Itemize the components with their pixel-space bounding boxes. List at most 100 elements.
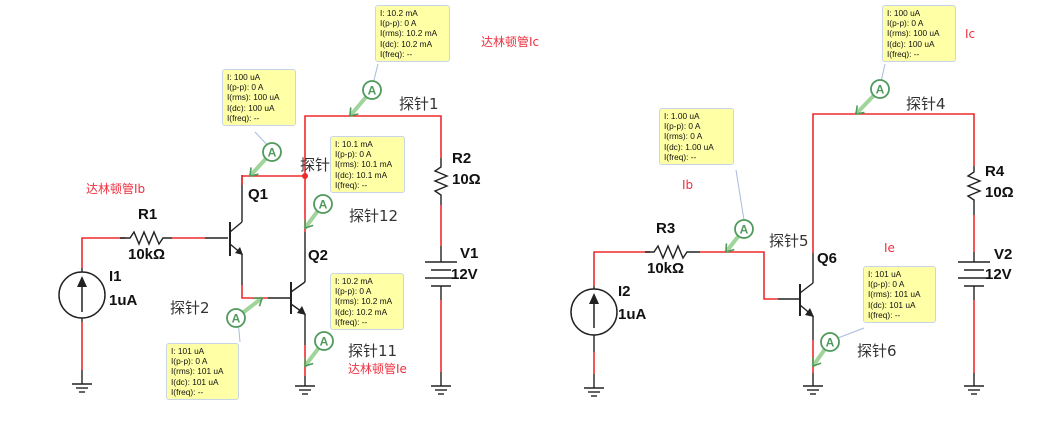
readout-ifreq: I(freq): -- [664,151,697,162]
probe-letter: A [319,198,328,212]
readout-irms: I(rms): 10.2 mA [380,28,438,39]
transistor-q1[interactable] [229,175,243,285]
probe-letter: A [740,223,749,237]
probe-4-icon[interactable]: A [854,79,890,116]
readout-idc: I(dc): 100 uA [227,102,275,113]
readout-idc: I(dc): 100 uA [887,38,935,49]
q2-name: Q2 [308,247,329,264]
readout-i: I: 100 uA [227,72,261,82]
probe-11-icon[interactable]: A [303,331,334,368]
readout-irms: I(rms): 10.1 mA [335,159,393,170]
probe-letter: A [320,335,329,349]
probe-letter: A [232,312,241,326]
readout-i: I: 1.00 uA [664,111,700,121]
probe-1-readout: I: 10.2 mA I(p-p): 0 A I(rms): 10.2 mA I… [375,5,450,63]
readout-ipp: I(p-p): 0 A [380,18,417,29]
probe-letter: A [876,83,885,97]
probe-q1c-readout: I: 100 uA I(p-p): 0 A I(rms): 100 uA I(d… [222,69,296,127]
ground-icon [430,385,452,395]
probe-6-icon[interactable]: A [811,332,840,368]
resistor-r1[interactable] [120,230,172,246]
readout-idc: I(dc): 101 uA [171,376,219,387]
ground-icon [71,383,93,393]
readout-idc: I(dc): 10.1 mA [335,169,388,180]
readout-i: I: 100 uA [887,8,921,18]
probe-6-label: 探针6 [857,342,897,360]
readout-irms: I(rms): 100 uA [227,92,280,103]
readout-irms: I(rms): 100 uA [887,28,940,39]
probe-4-readout: I: 100 uA I(p-p): 0 A I(rms): 100 uA I(d… [882,5,956,63]
readout-ipp: I(p-p): 0 A [868,279,905,290]
probe-letter: A [268,146,277,160]
readout-ipp: I(p-p): 0 A [887,18,924,29]
readout-ifreq: I(freq): -- [868,309,901,320]
r1-value: 10kΩ [128,246,166,263]
i1-name: I1 [109,268,122,285]
readout-i: I: 101 uA [868,269,902,279]
readout-ifreq: I(freq): -- [171,386,204,397]
wire-top-loop [304,115,442,232]
readout-idc: I(dc): 1.00 uA [664,141,714,152]
readout-irms: I(rms): 10.2 mA [335,296,393,307]
readout-idc: I(dc): 101 uA [868,299,916,310]
right-circuit [570,63,990,397]
r3-name: R3 [656,220,676,237]
probe-6-readout: I: 101 uA I(p-p): 0 A I(rms): 101 uA I(d… [863,266,936,324]
ground-icon [583,387,605,397]
readout-i: I: 101 uA [171,346,205,356]
readout-ifreq: I(freq): -- [335,179,368,190]
probe-q1c-icon[interactable]: A [248,142,282,178]
readout-ipp: I(p-p): 0 A [335,286,372,297]
resistor-r2[interactable] [433,158,449,205]
transistor-q2[interactable] [290,232,306,345]
q6-name: Q6 [817,250,838,267]
probe-letter: A [368,84,377,98]
i1-value: 1uA [109,292,138,309]
wire-i1-to-r1 [81,237,125,268]
probe-2-icon[interactable]: A [226,296,264,328]
ground-icon [802,385,824,395]
i2-name: I2 [618,283,631,300]
v1-name: V1 [460,245,479,262]
probe-layer: A A A A A A A A [226,79,890,368]
current-source-i2[interactable] [570,286,618,352]
annotation-darlington-ic: 达林顿管Ic [481,35,540,49]
annotation-ic: Ic [965,27,976,41]
readout-idc: I(dc): 10.2 mA [335,306,388,317]
annotation-ib: Ib [682,178,694,192]
readout-ipp: I(p-p): 0 A [664,121,701,132]
left-circuit [58,63,457,395]
probe-12-icon[interactable]: A [303,194,333,230]
r1-name: R1 [138,206,158,223]
probe-4-label: 探针4 [906,95,946,113]
i2-value: 1uA [618,306,647,323]
readout-ifreq: I(freq): -- [335,316,368,327]
readout-ifreq: I(freq): -- [227,112,260,123]
readout-i: I: 10.1 mA [335,139,373,149]
ground-icon [294,385,316,395]
probe-1-label: 探针1 [399,95,439,113]
current-source-i1[interactable] [58,268,106,322]
probe-5-icon[interactable]: A [724,219,754,254]
probe-12-readout: I: 10.1 mA I(p-p): 0 A I(rms): 10.1 mA I… [330,136,405,194]
annotation-ie: Ie [884,241,895,255]
probe-5-readout: I: 1.00 uA I(p-p): 0 A I(rms): 0 A I(dc)… [659,108,734,166]
r4-value: 10Ω [985,184,1014,201]
resistor-r4[interactable] [966,166,982,215]
readout-ifreq: I(freq): -- [887,48,920,59]
transistor-q6[interactable] [799,253,814,340]
annotation-darlington-ib: 达林顿管Ib [86,182,146,196]
readout-i: I: 10.2 mA [335,276,373,286]
readout-ifreq: I(freq): -- [380,48,413,59]
readout-irms: I(rms): 101 uA [868,289,921,300]
probe-1-icon[interactable]: A [348,80,382,118]
probe-11-label: 探针11 [348,342,398,360]
probe-12-label: 探针12 [349,207,399,225]
probe-2-label: 探针2 [170,299,210,317]
r2-value: 10Ω [452,171,481,188]
probe-11-readout: I: 10.2 mA I(p-p): 0 A I(rms): 10.2 mA I… [330,273,404,331]
ground-icon [963,385,985,395]
resistor-r3[interactable] [645,244,700,260]
readout-ipp: I(p-p): 0 A [171,356,208,367]
